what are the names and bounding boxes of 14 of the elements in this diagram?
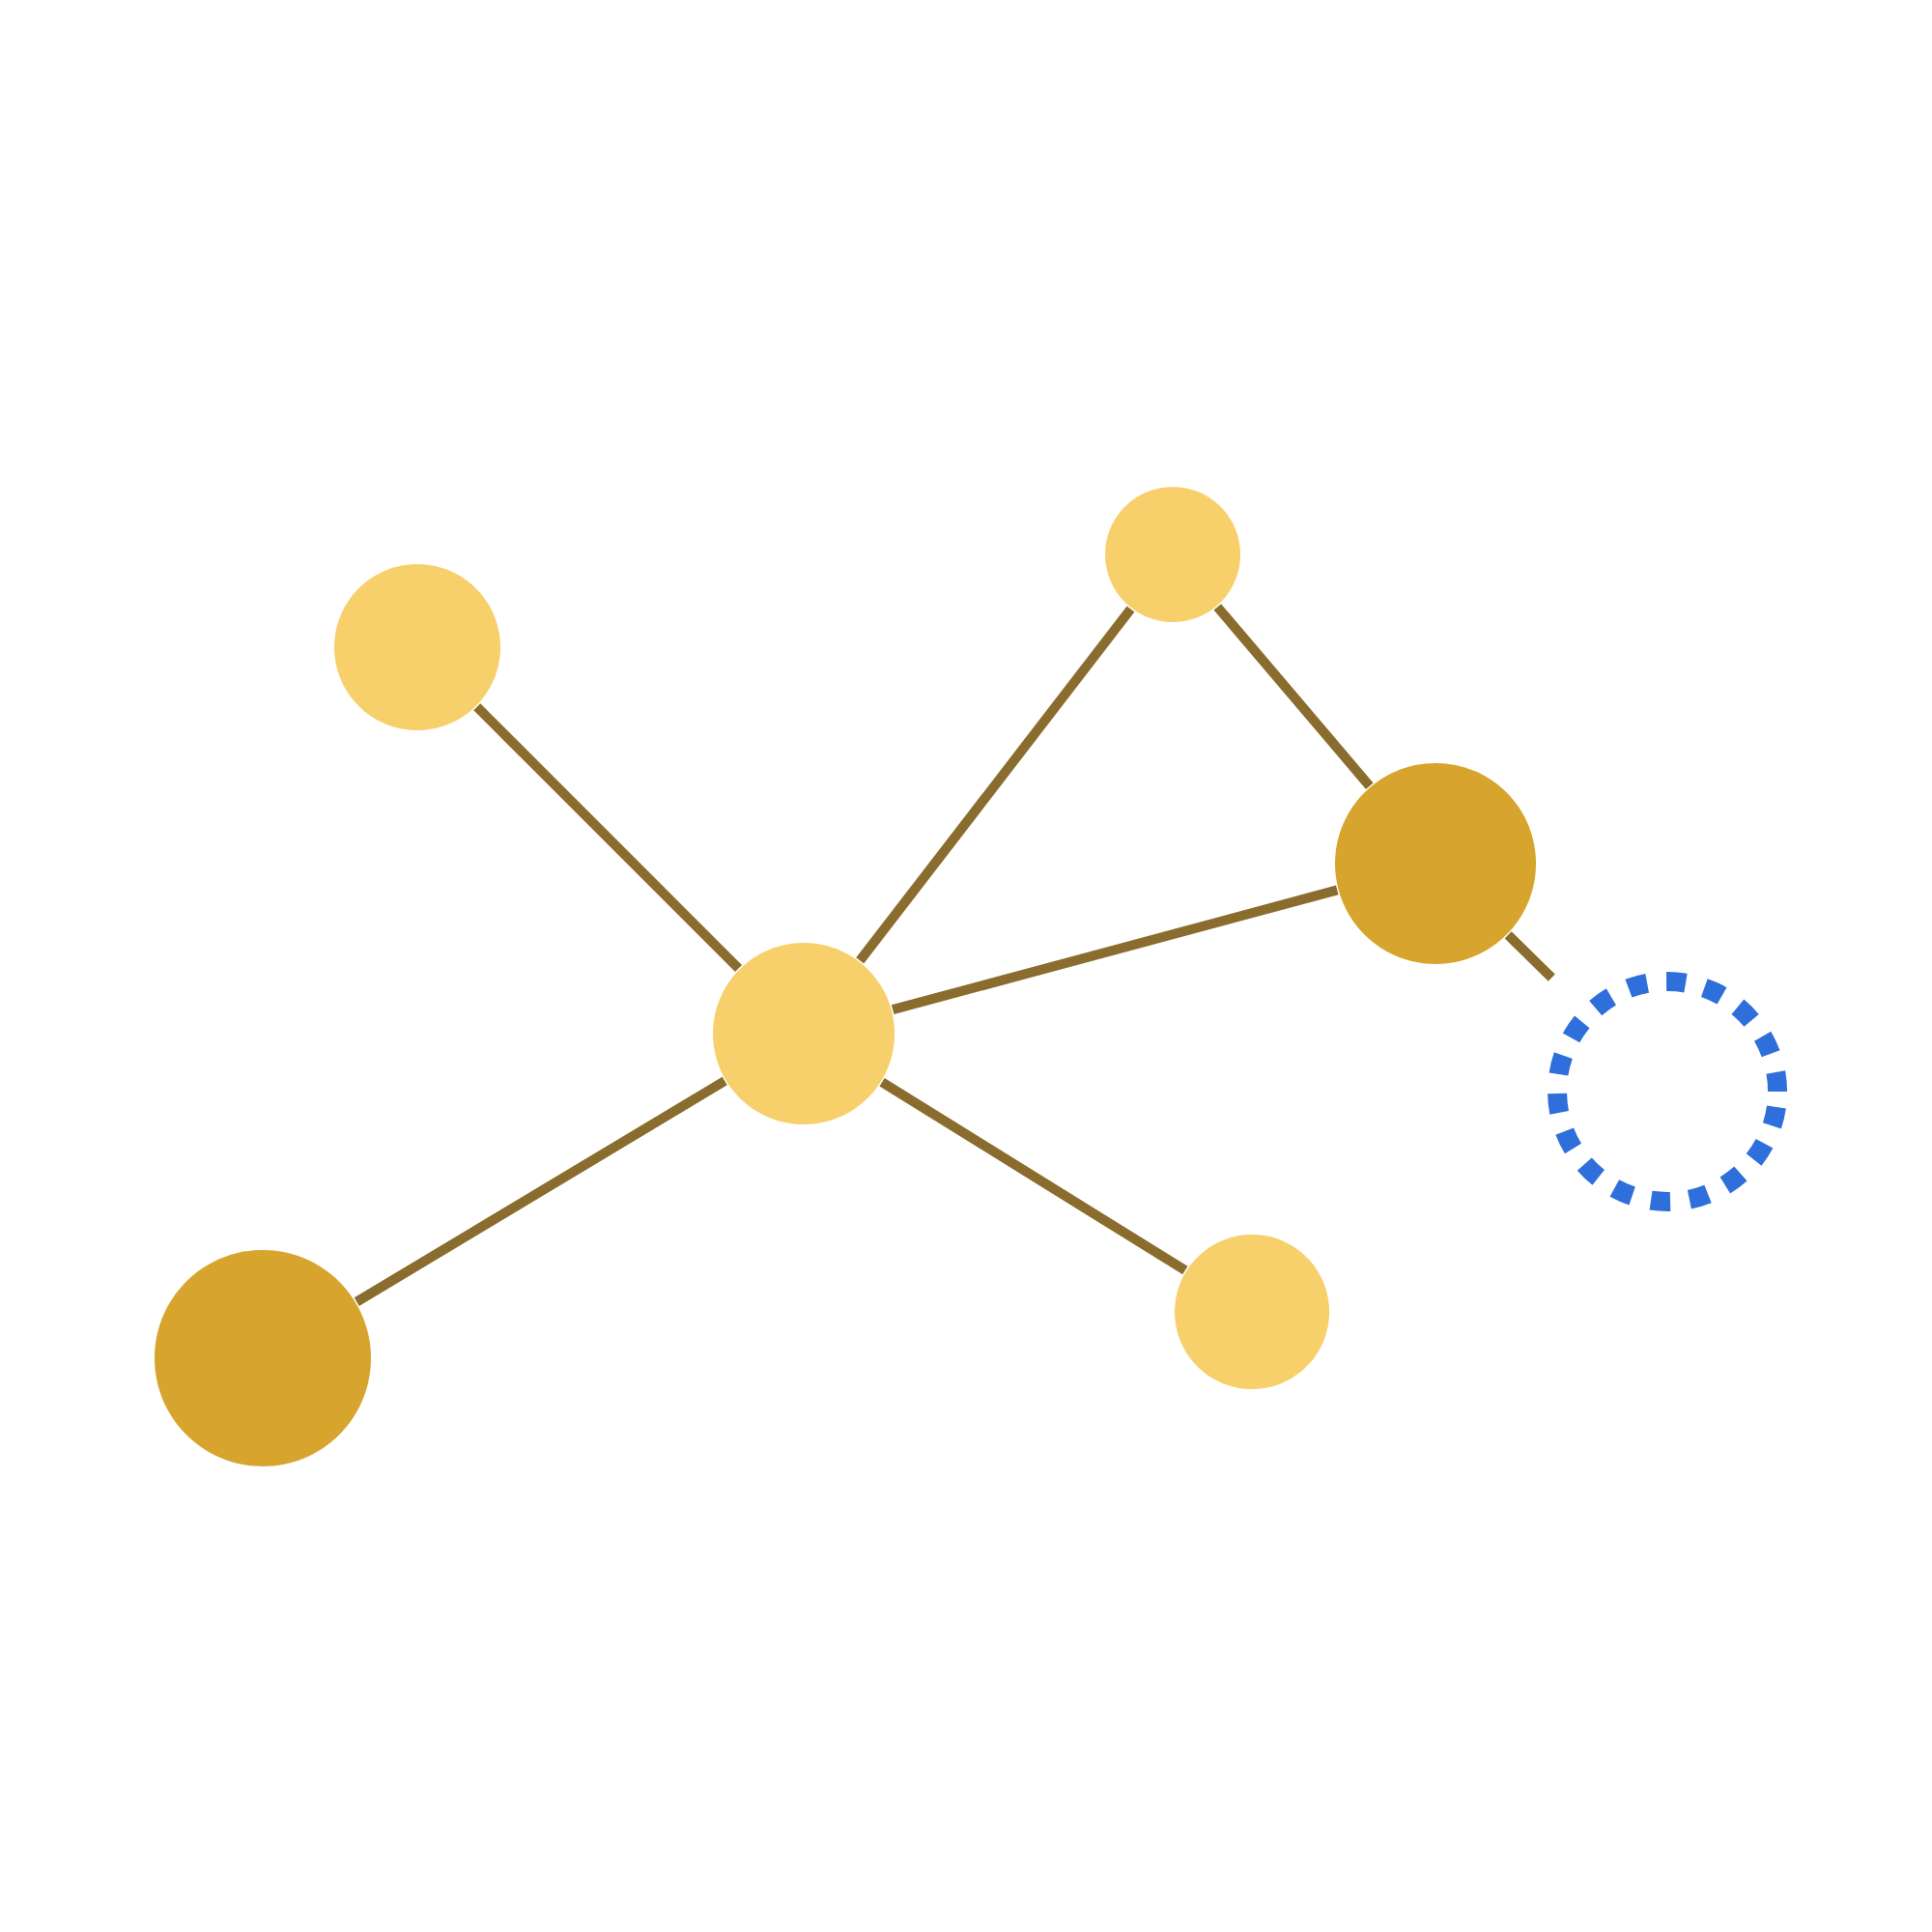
dotted-circle [1548,971,1788,1211]
circle-node [155,1249,371,1466]
circle-node [1175,1235,1330,1389]
connector-line [1213,604,1374,789]
connector-line [1504,931,1555,981]
connector-line [473,703,743,973]
circle-node [1105,486,1241,622]
connector-line [891,885,1339,1014]
circle-node [334,563,500,730]
connector-line [856,606,1135,964]
circle-node [1335,762,1537,964]
connector-line [879,1078,1188,1275]
circle-node [713,942,895,1124]
connector-line [354,1076,727,1306]
